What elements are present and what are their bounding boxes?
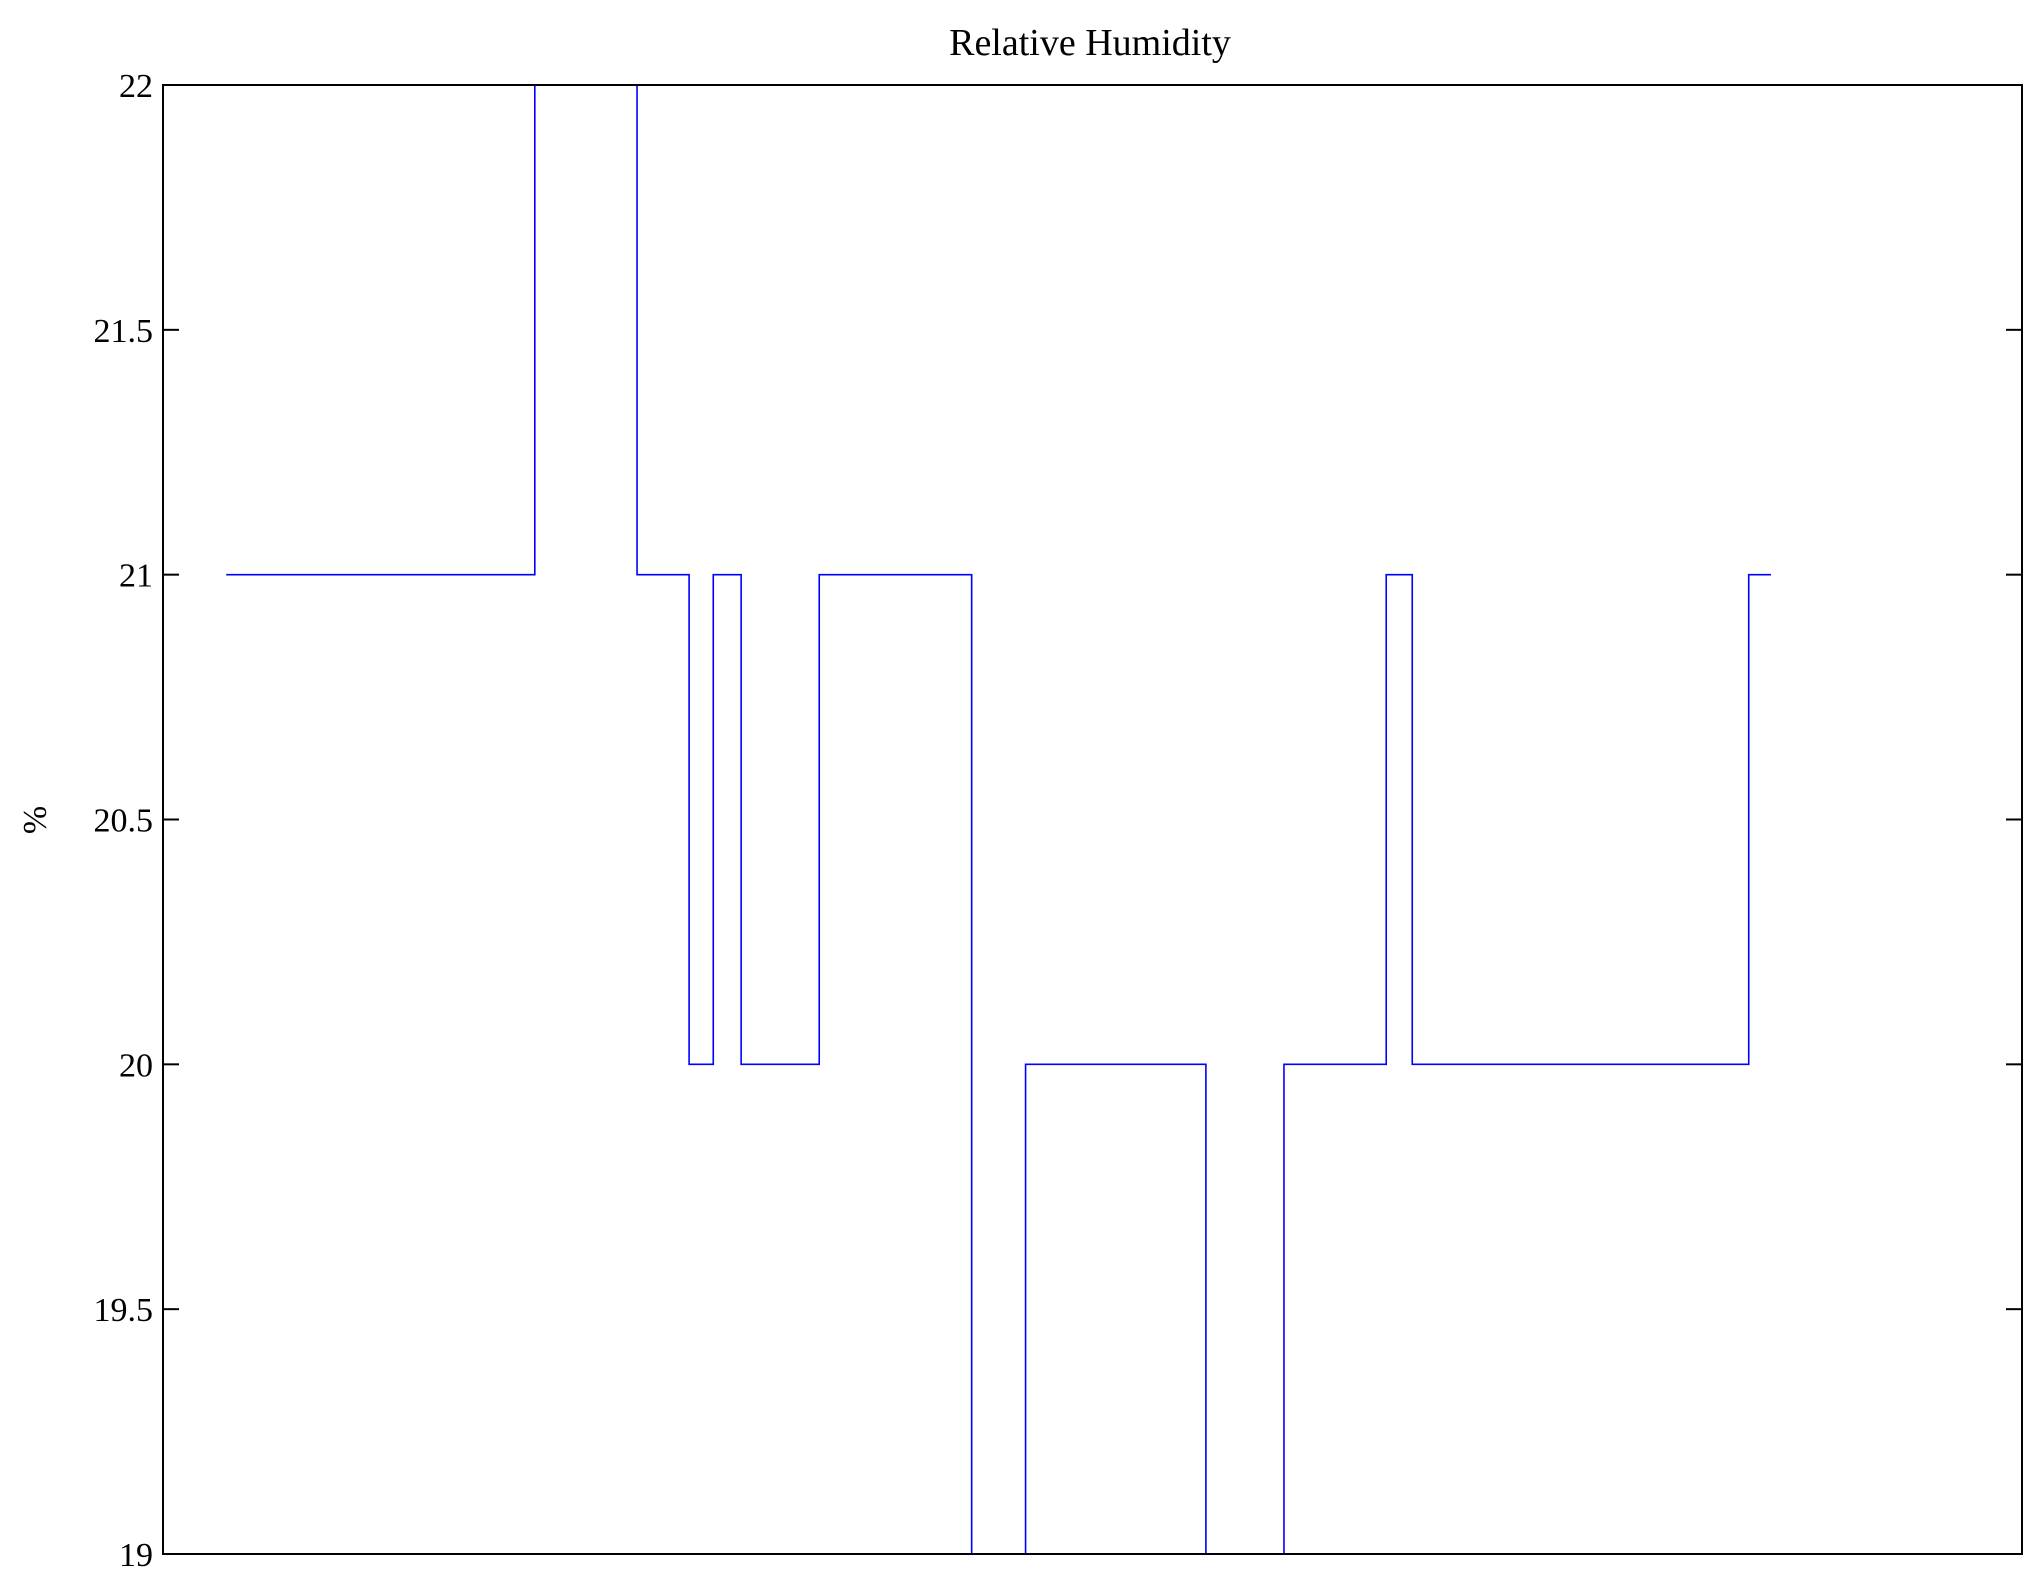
y-tick-label: 19 [119, 1537, 153, 1574]
y-tick-label: 21 [119, 558, 153, 595]
plot-frame [162, 84, 2023, 1555]
y-tick-label: 20 [119, 1047, 153, 1084]
y-axis-label: % [17, 806, 54, 834]
y-ticks: 19 19.5 20 20.5 21 21.5 22 [94, 68, 2022, 1574]
y-tick-label: 20.5 [94, 803, 154, 840]
y-tick-label: 21.5 [94, 313, 154, 350]
series-line-relative-humidity [226, 84, 1772, 1555]
y-tick-label: 22 [119, 68, 153, 105]
chart-title: Relative Humidity [949, 22, 1231, 64]
y-tick-label: 19.5 [94, 1292, 154, 1329]
